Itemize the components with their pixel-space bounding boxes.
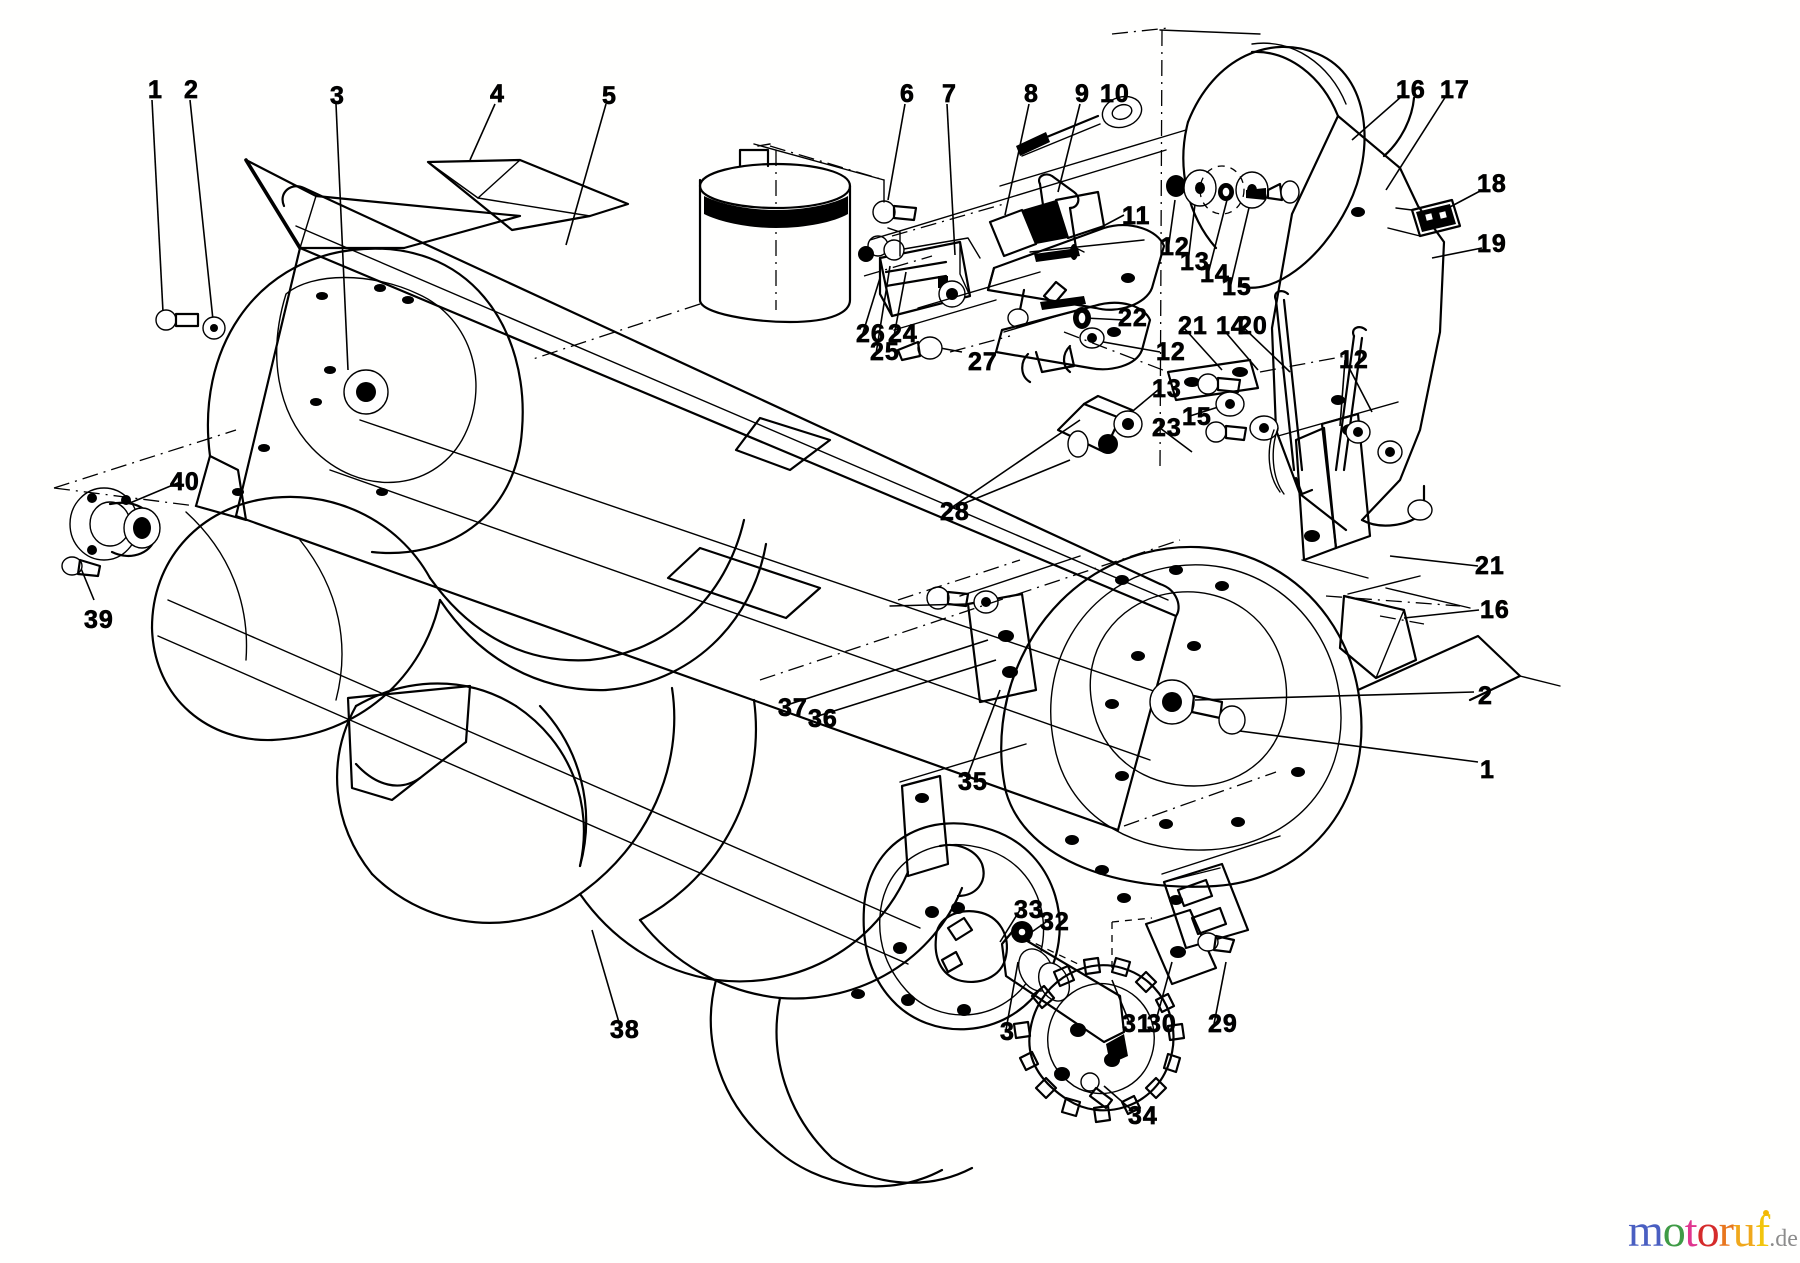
lower-right-mount-plates [1111,862,1250,986]
left-side-plate [194,158,524,555]
main-auger-housing [234,246,1181,832]
watermark-letter-u: u [1732,1205,1756,1256]
callout-number-10: 10 [1100,80,1130,108]
control-bracket-cluster [858,200,981,362]
impeller-hub-sprocket [862,822,1186,1124]
callout-number-2: 2 [184,76,199,104]
lower-channel-bracket [994,296,1260,458]
callout-number-27: 27 [968,348,998,376]
callout-number-3: 3 [330,82,345,110]
watermark-letter-m: m [1628,1205,1664,1256]
callout-number-15b: 15 [1182,403,1212,431]
callout-number-37: 37 [778,694,808,722]
callout-number-15a: 15 [1222,273,1252,301]
callout-number-22: 22 [1118,304,1148,332]
callout-number-4: 4 [490,80,505,108]
callout-number-25: 25 [870,338,900,366]
right-chute-panel [1182,42,1462,532]
callout-number-28: 28 [940,498,970,526]
callout-number-30: 30 [1147,1010,1177,1038]
callout-number-13a: 13 [1180,248,1210,276]
callout-number-38: 38 [610,1016,640,1044]
callout-number-14b: 14 [1216,312,1246,340]
callout-number-14a: 14 [1200,260,1230,288]
callout-number-21a: 21 [1178,312,1208,340]
right-hardware-stack [1166,165,1300,215]
callout-number-11: 11 [1122,202,1151,230]
callout-number-26: 26 [856,320,886,348]
callout-number-32: 32 [1040,908,1070,936]
watermark-dot-icon [1763,1210,1769,1216]
callout-number-7: 7 [942,80,957,108]
flange-bearing-assembly [61,487,161,578]
control-box [986,224,1166,328]
callout-number-3b: 3 [1000,1018,1015,1046]
callout-number-1b: 1 [1480,756,1495,784]
main-housing-top-beam [281,185,1180,618]
callout-number-29: 29 [1208,1010,1238,1038]
callout-number-19: 19 [1477,230,1507,258]
cylinder-tank [529,148,852,361]
callout-number-9: 9 [1075,80,1090,108]
callout-number-39: 39 [84,606,114,634]
watermark-suffix: .de [1769,1226,1798,1252]
callout-number-18: 18 [1477,170,1507,198]
right-lower-hardware [1197,290,1403,562]
callout-number-6: 6 [900,80,915,108]
callout-number-33: 33 [1014,896,1044,924]
callout-number-34: 34 [1128,1102,1158,1130]
auger-spiral [150,495,974,1188]
callout-number-12a: 12 [1160,233,1190,261]
watermark-letter-t: t [1684,1205,1698,1256]
chute-deflector [426,158,630,232]
callout-number-36: 36 [808,705,838,733]
motoruf-watermark: motoruf.de [1628,1208,1798,1254]
watermark-letter-o: o [1662,1205,1686,1256]
callout-number-21b: 21 [1475,552,1505,580]
callout-number-5: 5 [602,82,617,110]
leader-lines [79,95,1483,1113]
hardware-left-bolt [155,309,226,340]
watermark-letters: motoruf [1628,1205,1770,1256]
callout-number-23: 23 [1152,414,1182,442]
callout-number-2b: 2 [1478,682,1493,710]
callout-number-13b: 13 [1152,375,1182,403]
callout-number-17: 17 [1440,76,1470,104]
callout-number-35: 35 [958,768,988,796]
construction-lines [53,27,1561,875]
callout-number-16b: 16 [1480,596,1510,624]
callout-number-1: 1 [148,76,163,104]
callout-number-8: 8 [1024,80,1039,108]
callout-number-31: 31 [1122,1010,1152,1038]
callout-number-12b: 12 [1156,338,1186,366]
callout-number-24: 24 [888,320,918,348]
callout-number-20: 20 [1238,312,1268,340]
callout-number-40: 40 [170,468,200,496]
callout-number-12c: 12 [1339,346,1369,374]
watermark-letter-f: f [1754,1205,1770,1256]
watermark-letter-o: o [1696,1205,1720,1256]
callout-number-16a: 16 [1396,76,1426,104]
watermark-letter-r: r [1718,1205,1734,1256]
right-side-plate [1000,545,1522,905]
